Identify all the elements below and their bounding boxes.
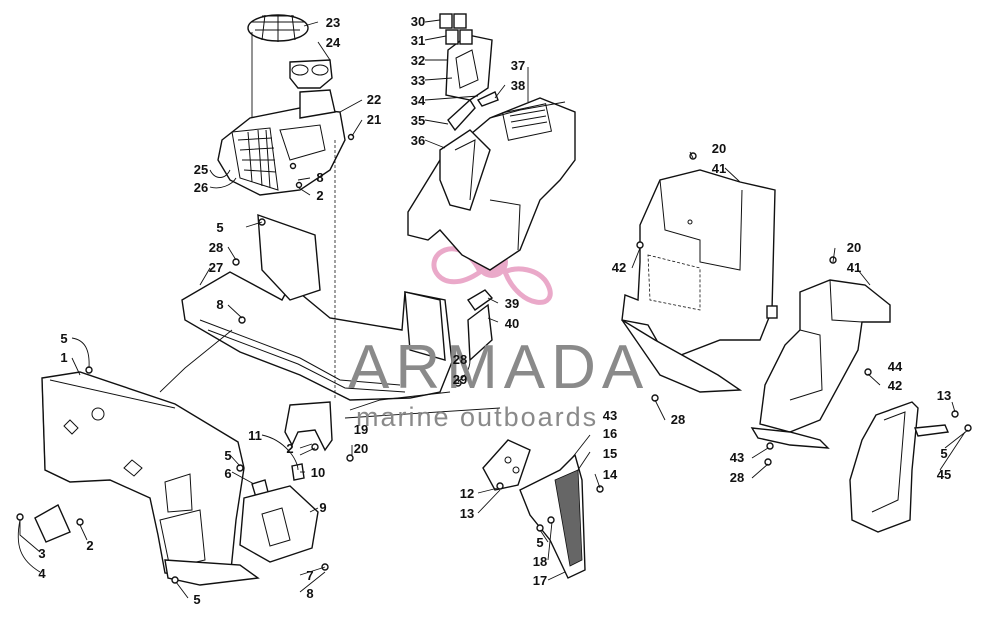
part-bezel-36 (439, 129, 491, 211)
callout-11: 11 (248, 428, 262, 443)
callout-1: 1 (60, 350, 67, 365)
callout-17: 17 (533, 573, 547, 588)
callout-2-top: 2 (316, 188, 323, 203)
part-bracket-12 (482, 439, 531, 491)
callout-labels: 23 24 22 21 25 26 8 2 5 28 27 8 5 1 30 3… (38, 14, 951, 607)
callout-23: 23 (326, 15, 340, 30)
watermark: ARMADA marine outboards (348, 333, 649, 432)
part-glovebox-7-9 (239, 485, 319, 563)
callout-6: 6 (224, 466, 231, 481)
callout-9: 9 (319, 500, 326, 515)
callout-41-lower: 41 (847, 260, 861, 275)
part-bracket-3 (34, 504, 71, 543)
part-front-panel-1 (41, 371, 245, 581)
part-shifter-panel-32-34 (445, 34, 493, 101)
callout-36: 36 (411, 133, 425, 148)
part-base-5-bottom (164, 559, 260, 586)
callout-4: 4 (38, 566, 46, 581)
callout-43-fender: 43 (603, 408, 617, 423)
callout-20-upper: 20 (712, 141, 726, 156)
part-cupholder-24 (289, 59, 333, 89)
part-switch-38 (476, 91, 499, 107)
callout-31: 31 (411, 33, 425, 48)
leader-lines (17, 19, 969, 599)
callout-18: 18 (533, 554, 547, 569)
callout-14: 14 (603, 467, 618, 482)
callout-5-floor: 5 (216, 220, 223, 235)
callout-13-right: 13 (937, 388, 951, 403)
callout-29: 29 (453, 372, 467, 387)
callout-12: 12 (460, 486, 474, 501)
callout-32: 32 (411, 53, 425, 68)
callout-10: 10 (311, 465, 325, 480)
part-trim-35 (447, 98, 476, 132)
callout-28-housing: 28 (671, 412, 685, 427)
part-console-37 (407, 97, 576, 271)
part-housing-41-upper (621, 169, 778, 393)
callout-3: 3 (38, 546, 45, 561)
callout-22: 22 (367, 92, 381, 107)
callout-25: 25 (194, 162, 208, 177)
callout-5-right: 5 (940, 446, 947, 461)
callout-39: 39 (505, 296, 519, 311)
part-grille-23 (247, 14, 309, 42)
callout-27: 27 (209, 260, 223, 275)
callout-19: 19 (354, 422, 368, 437)
callout-20-lower: 20 (847, 240, 861, 255)
part-sidepanel-44-45 (849, 401, 950, 533)
part-floorpan-27 (181, 213, 453, 401)
callout-7: 7 (306, 568, 313, 583)
callout-42-lower: 42 (888, 378, 902, 393)
callout-5-glovebox: 5 (224, 448, 231, 463)
callout-24: 24 (326, 35, 341, 50)
callout-5-panel: 5 (60, 331, 67, 346)
callout-26: 26 (194, 180, 208, 195)
callout-2-left: 2 (86, 538, 93, 553)
callout-38: 38 (511, 78, 525, 93)
callout-40: 40 (505, 316, 519, 331)
part-bracket-39-40 (466, 289, 494, 362)
callout-42-upper: 42 (612, 260, 626, 275)
part-bracket-19 (284, 401, 333, 452)
callout-44: 44 (888, 359, 903, 374)
callout-41-upper: 41 (712, 161, 726, 176)
callout-28-right: 28 (730, 470, 744, 485)
callout-43-housing: 43 (730, 450, 744, 465)
callout-33: 33 (411, 73, 425, 88)
callout-21: 21 (367, 112, 381, 127)
callout-20-mid: 20 (354, 441, 368, 456)
callout-28-floor: 28 (209, 240, 223, 255)
watermark-title: ARMADA (348, 333, 649, 402)
part-housing-41-lower (750, 279, 891, 449)
callout-35: 35 (411, 113, 425, 128)
callout-37: 37 (511, 58, 525, 73)
callout-5-fender: 5 (536, 535, 543, 550)
callout-15: 15 (603, 446, 617, 461)
part-console-25-26 (217, 89, 346, 196)
watermark-subtitle: marine outboards (356, 402, 598, 432)
callout-8-top: 8 (316, 170, 323, 185)
part-bracket-10 (291, 463, 305, 481)
callout-8-bottom: 8 (306, 586, 313, 601)
callout-16: 16 (603, 426, 617, 441)
callout-30: 30 (411, 14, 425, 29)
callout-2-mid: 2 (286, 441, 293, 456)
callout-13-fender: 13 (460, 506, 474, 521)
callout-8-floor: 8 (216, 297, 223, 312)
callout-5-base: 5 (193, 592, 200, 607)
callout-45: 45 (937, 467, 951, 482)
part-fender-15-17 (519, 453, 586, 579)
part-switches-30-31 (439, 13, 473, 45)
callout-28-mid: 28 (453, 352, 467, 367)
callout-34: 34 (411, 93, 426, 108)
